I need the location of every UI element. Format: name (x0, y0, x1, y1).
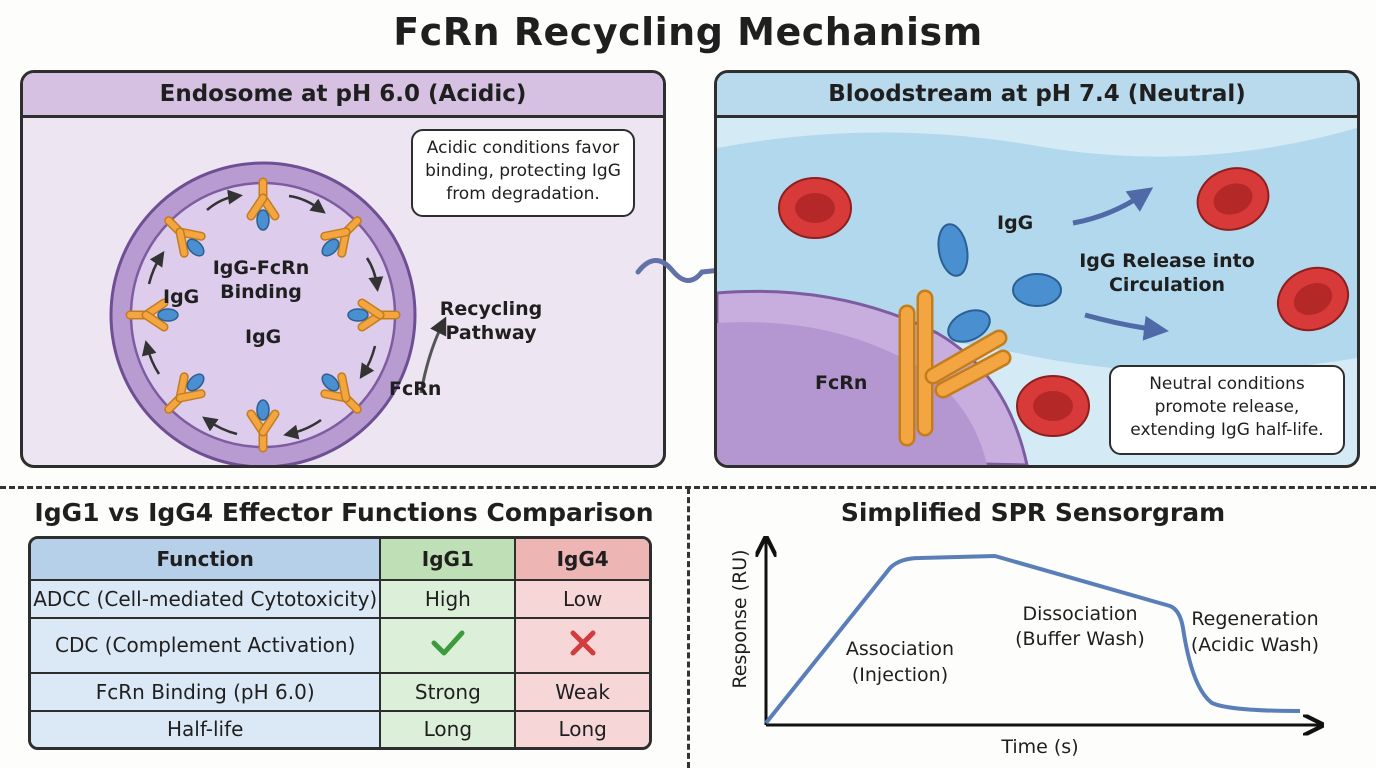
igg-molecules (937, 223, 1062, 343)
header-igg1: IgG1 (381, 539, 517, 581)
igg-fcrn-binding-label: IgG-FcRn Binding (212, 257, 310, 303)
bloodstream-callout: Neutral conditions promote release, exte… (1109, 365, 1345, 455)
table-row: CDC (Complement Activation) (31, 619, 649, 674)
check-icon (431, 630, 465, 656)
igg4-cell: Weak (516, 673, 649, 712)
y-axis-label: Response (RU) (729, 549, 751, 689)
function-cell: CDC (Complement Activation) (31, 619, 382, 674)
function-cell: FcRn Binding (pH 6.0) (31, 673, 382, 712)
igg4-cell: Long (516, 711, 649, 747)
fcrn-label-endosome: FcRn (389, 378, 442, 400)
endosome-illustration (109, 161, 447, 465)
recycling-arrow (419, 316, 447, 394)
comparison-table: Function IgG1 IgG4 ADCC (Cell-mediated C… (28, 536, 652, 750)
dissociation-label: Dissociation (Buffer Wash) (1015, 603, 1145, 650)
bloodstream-illustration (717, 128, 1357, 465)
endosome-panel: Endosome at pH 6.0 (Acidic) (20, 70, 666, 468)
igg-release-label: IgG Release into Circulation (1079, 250, 1255, 296)
section-divider-horizontal (0, 486, 1376, 489)
endosome-callout: Acidic conditions favor binding, protect… (411, 129, 635, 217)
igg-label-left: IgG (163, 286, 200, 308)
igg4-cell (516, 619, 649, 674)
function-cell: ADCC (Cell-mediated Cytotoxicity) (31, 581, 382, 620)
section-divider-vertical (687, 488, 690, 768)
bloodstream-panel-header: Bloodstream at pH 7.4 (Neutral) (717, 73, 1357, 118)
igg1-cell (381, 619, 517, 674)
sensorgram-title: Simplified SPR Sensorgram (840, 498, 1226, 527)
igg1-cell: High (381, 581, 517, 620)
sensorgram-curve (764, 554, 1301, 725)
recycling-pathway-label: Recycling Pathway (439, 298, 543, 344)
header-function: Function (31, 539, 382, 581)
regeneration-label: Regeneration (Acidic Wash) (1190, 608, 1320, 656)
association-label: Association (Injection) (845, 638, 955, 686)
release-arrow-up (1072, 187, 1154, 226)
igg4-cell: Low (516, 581, 649, 620)
fcrn-receptor (898, 289, 1012, 447)
igg1-cell: Strong (381, 673, 517, 712)
fcrn-label-blood: FcRn (815, 372, 868, 394)
release-arrow-down (1084, 312, 1169, 341)
igg-label-blood: IgG (997, 212, 1034, 234)
x-axis-label: Time (s) (1001, 736, 1079, 758)
function-cell: Half-life (31, 711, 382, 747)
cross-icon (570, 630, 596, 656)
table-row: FcRn Binding (pH 6.0) Strong Weak (31, 673, 649, 712)
bloodstream-panel: Bloodstream at pH 7.4 (Neutral) (714, 70, 1360, 468)
table-header-row: Function IgG1 IgG4 (31, 539, 649, 581)
igg-label-lower: IgG (245, 326, 282, 348)
igg1-cell: Long (381, 711, 517, 747)
comparison-title: IgG1 vs IgG4 Effector Functions Comparis… (34, 498, 654, 527)
page-title: FcRn Recycling Mechanism (393, 10, 983, 54)
endosome-panel-header: Endosome at pH 6.0 (Acidic) (23, 73, 663, 118)
cycle-arrows (141, 189, 384, 440)
table-row: ADCC (Cell-mediated Cytotoxicity) High L… (31, 581, 649, 620)
table-row: Half-life Long Long (31, 711, 649, 747)
transfer-arrow (635, 257, 750, 283)
header-igg4: IgG4 (516, 539, 649, 581)
sensorgram-plot (700, 528, 1360, 768)
